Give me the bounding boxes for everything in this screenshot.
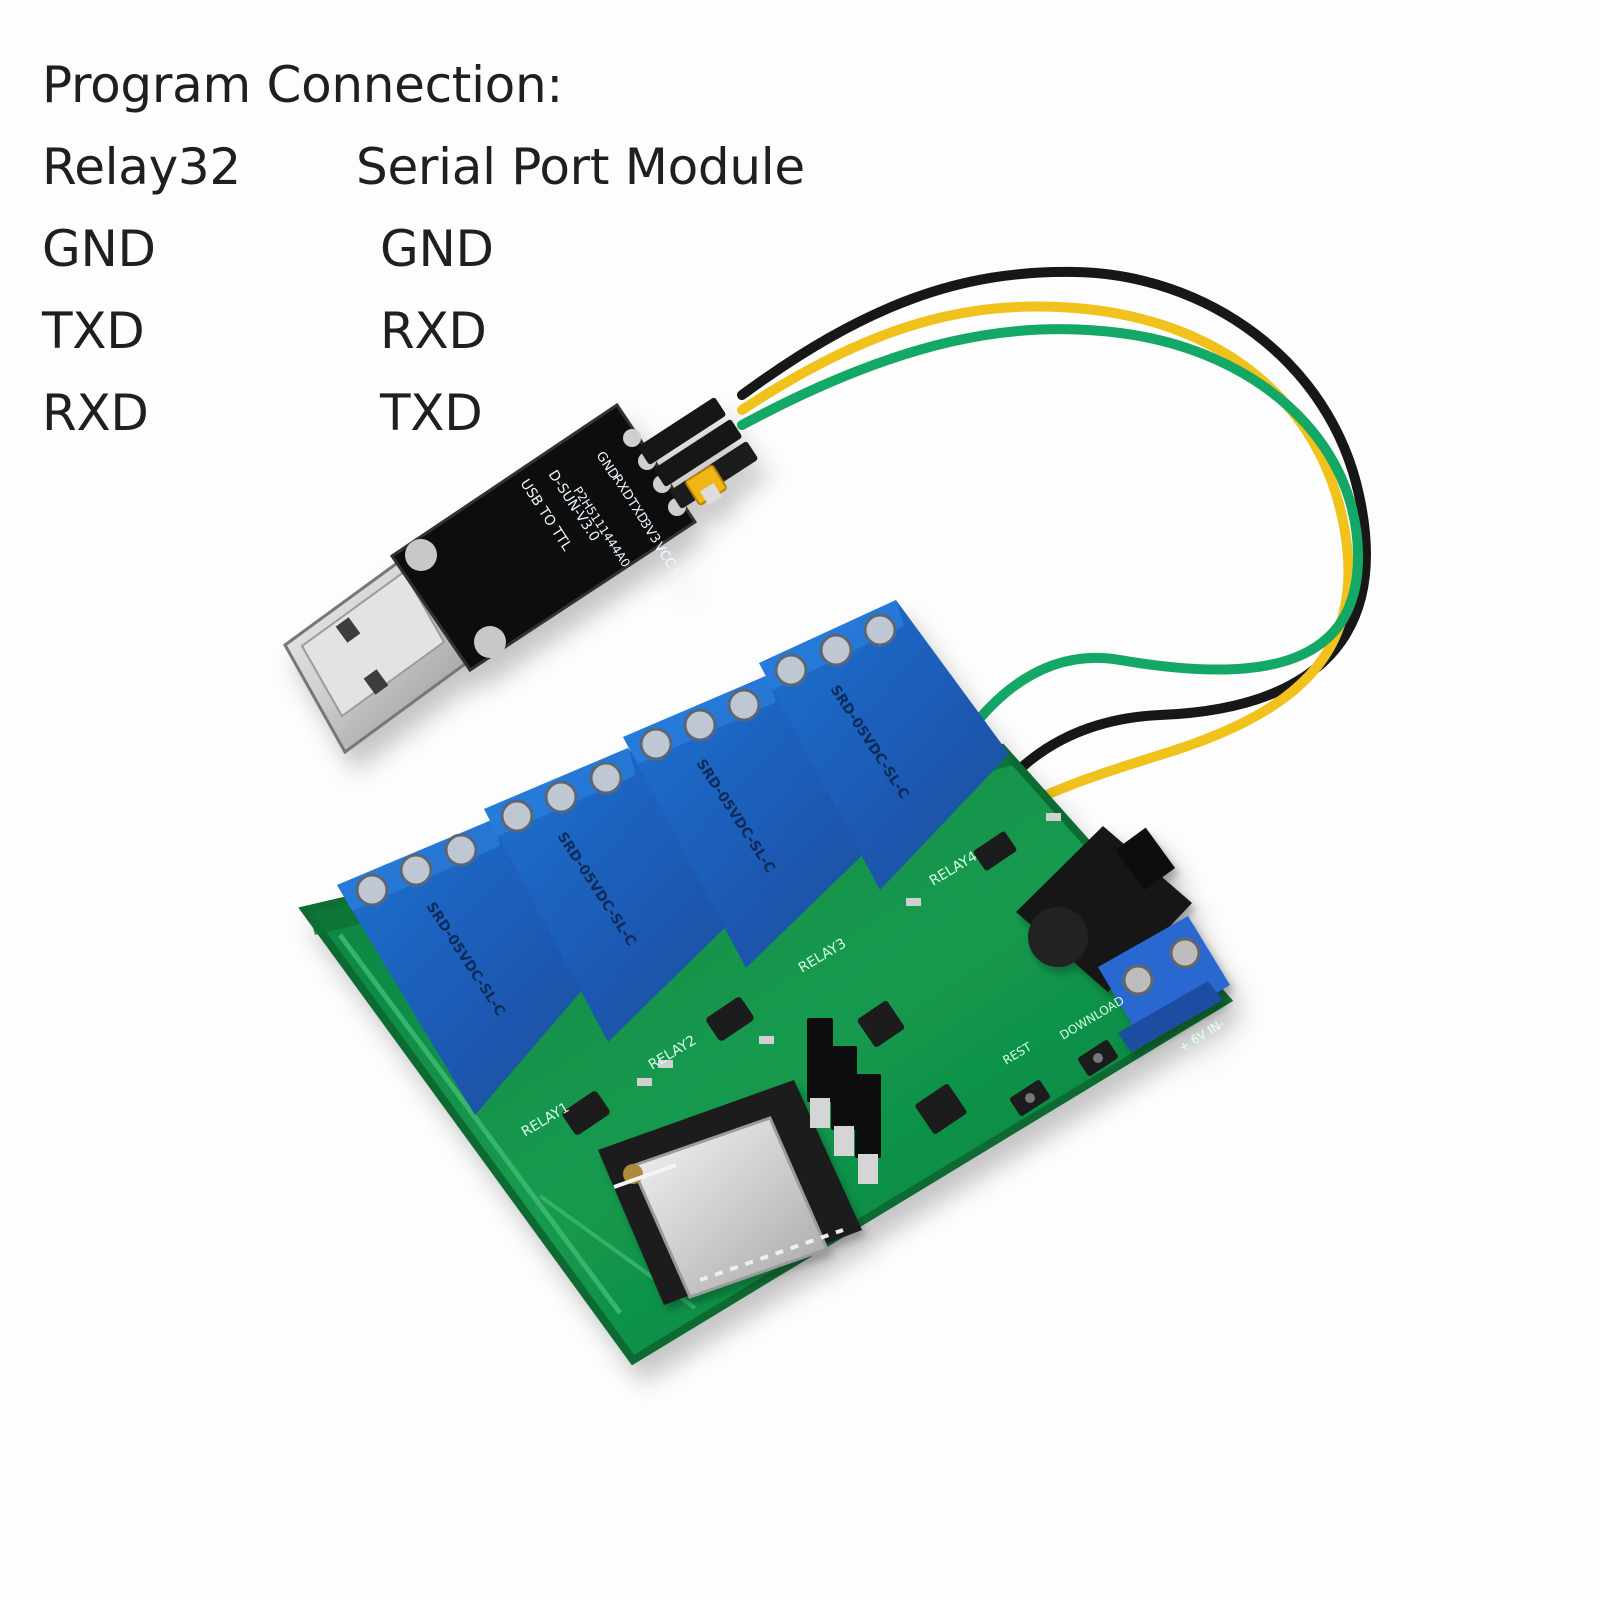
usb-plug-inner	[300, 570, 446, 718]
relay-4: SRD-05VDC-SL-C	[759, 600, 1009, 890]
serial-pin-rxd: RXD	[380, 302, 487, 360]
esp32-module	[598, 1080, 862, 1305]
relay32-pin-txd: TXD	[42, 302, 145, 360]
pin-row-gnd: GND GND	[42, 208, 942, 290]
serial-port-module-heading: Serial Port Module	[356, 138, 805, 196]
usb-to-ttl-module: GND RXD TXD 3V3 VCC 5V USB TO TTL D-SUN-…	[283, 397, 758, 755]
power-jack	[1016, 826, 1192, 992]
column-headings: Relay32 Serial Port Module	[42, 126, 942, 208]
program-connection-instructions: Program Connection: Relay32 Serial Port …	[42, 44, 942, 454]
relay32-pin-rxd: RXD	[42, 384, 149, 442]
usb-window-bottom	[363, 669, 389, 695]
usb-window-top	[335, 617, 361, 643]
ttl-board	[389, 402, 698, 673]
terminal-block	[1098, 916, 1230, 1052]
relay32-pin-gnd: GND	[42, 220, 156, 278]
board-hole-top	[405, 539, 437, 571]
serial-pin-gnd: GND	[380, 220, 494, 278]
serial-pin-txd: TXD	[380, 384, 483, 442]
jumper-wire-headers	[807, 1018, 881, 1184]
relay-bank: SRD-05VDC-SL-C SRD-05VDC-SL-C SRD-	[337, 600, 1009, 1115]
pcb-outline-left	[337, 933, 623, 1315]
pin-row-txd-rxd: TXD RXD	[42, 290, 942, 372]
program-connection-title: Program Connection:	[42, 56, 563, 114]
buttons-and-components	[562, 813, 1118, 1135]
pin-label-5v: 5V	[667, 565, 689, 588]
yellow-jumper-cap	[685, 464, 727, 506]
relay32-heading: Relay32	[42, 138, 241, 196]
pin-row-rxd-txd: RXD TXD	[42, 372, 942, 454]
board-hole-bottom	[474, 626, 506, 658]
relay-controller-board: SRD-05VDC-SL-C SRD-05VDC-SL-C SRD-	[298, 600, 1234, 1366]
pin-label-vcc: VCC	[651, 540, 678, 571]
